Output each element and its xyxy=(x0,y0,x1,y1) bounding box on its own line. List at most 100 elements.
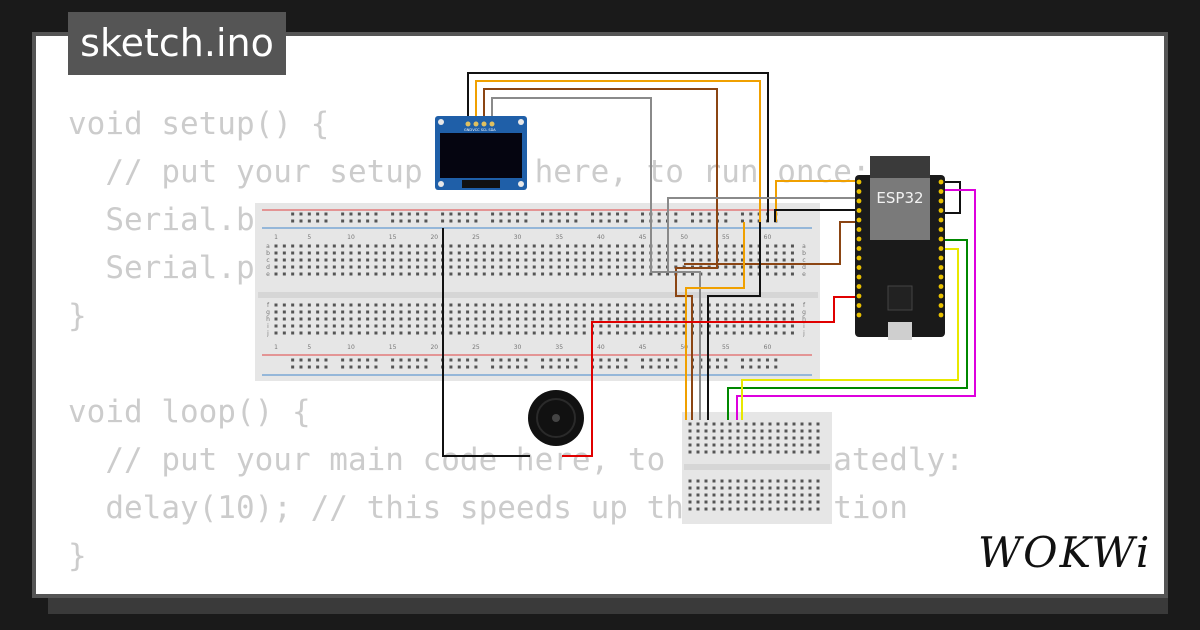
wire-oled-sda[interactable] xyxy=(491,97,701,420)
wires[interactable] xyxy=(442,72,976,457)
wire-oled-gnd[interactable] xyxy=(467,72,769,222)
wire-buzzer-gnd[interactable] xyxy=(442,228,530,457)
mini-hole xyxy=(768,436,772,440)
breadboard-hole xyxy=(524,258,528,262)
esp32-pin[interactable] xyxy=(938,312,944,318)
rail-hole xyxy=(757,365,761,369)
breadboard-hole xyxy=(757,303,761,307)
esp32-pin[interactable] xyxy=(938,189,944,194)
wire-black-mini[interactable] xyxy=(707,222,761,420)
esp32-pin[interactable] xyxy=(938,217,944,223)
esp32-pin[interactable] xyxy=(938,179,944,185)
rail-hole xyxy=(616,212,620,216)
wire-orange-mini[interactable] xyxy=(685,222,745,420)
esp32-pin[interactable] xyxy=(856,293,862,299)
oled-pin[interactable] xyxy=(489,121,495,127)
esp32-pin[interactable] xyxy=(856,303,862,308)
esp32-pin[interactable] xyxy=(856,236,862,242)
breadboard-hole xyxy=(790,303,794,307)
mini-hole xyxy=(720,479,724,483)
breadboard-hole xyxy=(724,272,728,276)
breadboard-hole xyxy=(316,265,320,269)
breadboard-hole xyxy=(549,258,553,262)
mini-hole xyxy=(696,429,700,433)
esp32-pin[interactable] xyxy=(938,265,944,270)
wire-esp-gray[interactable] xyxy=(667,197,857,272)
breadboard-hole xyxy=(641,331,645,335)
oled-pin[interactable] xyxy=(473,121,479,127)
esp32-pin[interactable] xyxy=(856,198,862,204)
row-letter: i xyxy=(803,323,805,330)
breadboard-hole xyxy=(632,331,636,335)
breadboard-hole xyxy=(674,244,678,248)
breadboard-mini[interactable] xyxy=(682,412,832,524)
mini-hole xyxy=(808,479,812,483)
rail-hole xyxy=(416,365,420,369)
breadboard-hole xyxy=(599,272,603,276)
rail-hole xyxy=(765,358,769,362)
esp32-pin[interactable] xyxy=(856,227,862,232)
wire-esp-black[interactable] xyxy=(774,209,857,222)
esp32-pin[interactable] xyxy=(938,284,944,289)
breadboard-hole xyxy=(416,310,420,314)
wire-green[interactable] xyxy=(727,239,968,420)
wire-esp-3v3[interactable] xyxy=(775,180,857,222)
wire-buzzer-signal[interactable] xyxy=(562,296,857,457)
buzzer[interactable] xyxy=(528,390,584,446)
esp32-pin[interactable] xyxy=(856,189,862,194)
breadboard-hole xyxy=(566,244,570,248)
mini-hole xyxy=(800,500,804,504)
breadboard-hole xyxy=(749,324,753,328)
esp32-pin[interactable] xyxy=(856,255,862,261)
breadboard-hole xyxy=(624,310,628,314)
esp32-pin[interactable] xyxy=(856,312,862,318)
breadboard-hole xyxy=(382,272,386,276)
esp32-pin[interactable] xyxy=(856,208,862,213)
breadboard-hole xyxy=(341,244,345,248)
rail-hole xyxy=(524,365,528,369)
sketch-filename-tab[interactable]: sketch.ino xyxy=(68,12,286,75)
wire-oled-scl[interactable] xyxy=(483,88,718,420)
esp32-pin[interactable] xyxy=(938,236,944,242)
esp32-chip xyxy=(887,285,913,311)
breadboard-hole xyxy=(707,317,711,321)
esp32-pin[interactable] xyxy=(938,303,944,308)
wire-esp-right-black[interactable] xyxy=(940,181,961,214)
esp32-pin[interactable] xyxy=(856,217,862,223)
wire-magenta[interactable] xyxy=(736,189,976,420)
wire-yellow[interactable] xyxy=(741,248,959,420)
esp32-pin[interactable] xyxy=(856,274,862,280)
esp32-pin[interactable] xyxy=(938,274,944,280)
breadboard-hole xyxy=(790,244,794,248)
rail-hole xyxy=(574,365,578,369)
esp32-pin[interactable] xyxy=(856,265,862,270)
esp32-pin[interactable] xyxy=(938,293,944,299)
breadboard-hole xyxy=(557,310,561,314)
esp32-pin[interactable] xyxy=(856,284,862,289)
esp32-pin[interactable] xyxy=(856,179,862,185)
breadboard-hole xyxy=(366,317,370,321)
rail-hole xyxy=(349,219,353,223)
esp32-pin[interactable] xyxy=(856,246,862,251)
wire-esp-brown[interactable] xyxy=(684,221,857,265)
esp32-pin[interactable] xyxy=(938,208,944,213)
breadboard-hole xyxy=(424,324,428,328)
esp32-board[interactable]: ESP32 xyxy=(855,156,945,340)
esp32-pin[interactable] xyxy=(938,255,944,261)
oled-pin[interactable] xyxy=(481,121,487,127)
breadboard-hole xyxy=(382,244,386,248)
breadboard-hole xyxy=(674,310,678,314)
rail-hole xyxy=(666,358,670,362)
esp32-pin[interactable] xyxy=(938,227,944,232)
esp32-pin[interactable] xyxy=(938,246,944,251)
wire-oled-vcc[interactable] xyxy=(475,80,761,222)
breadboard-hole xyxy=(499,317,503,321)
breadboard-hole xyxy=(682,251,686,255)
oled-pin[interactable] xyxy=(465,121,471,127)
breadboard-hole xyxy=(591,310,595,314)
esp32-pin[interactable] xyxy=(938,198,944,204)
